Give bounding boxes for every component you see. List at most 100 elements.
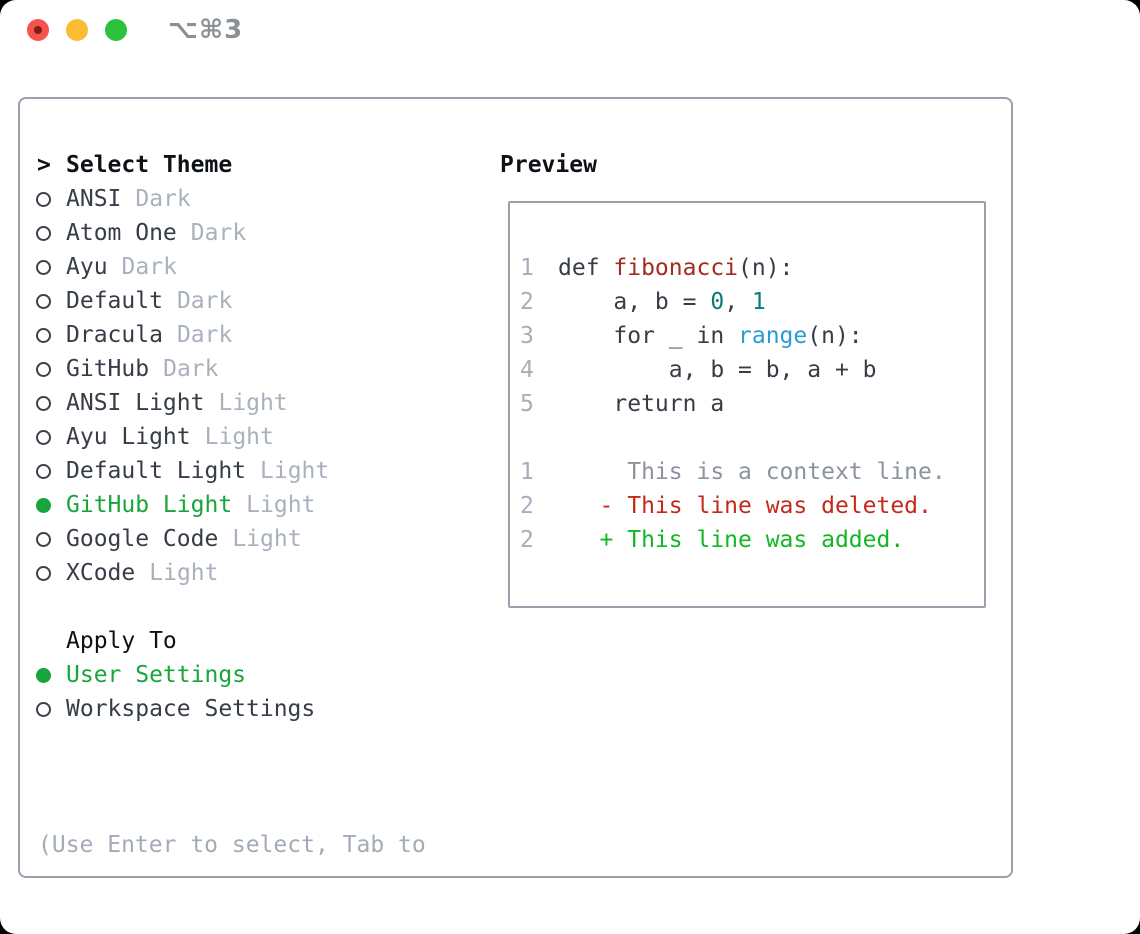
radio-slot [35, 565, 66, 581]
radio-icon [36, 531, 51, 547]
theme-variant-tag: Light [149, 560, 219, 586]
titlebar: ⌥⌘3 [0, 0, 1140, 60]
line-content: a, b = b, a + b [558, 353, 877, 387]
line-content: def fibonacci(n): [558, 251, 793, 285]
theme-variant-tag: Dark [135, 186, 191, 212]
apply-to-option-workspace-settings[interactable]: Workspace Settings [20, 692, 315, 726]
theme-variant-tag: Dark [176, 322, 233, 348]
radio-slot [35, 531, 66, 547]
code-segment: a, b = b, a + b [558, 357, 877, 383]
cursor-icon: > [37, 152, 51, 178]
radio-slot [35, 191, 66, 207]
apply-to-option-user-settings[interactable]: User Settings [20, 658, 315, 692]
radio-icon [36, 327, 51, 343]
radio-slot [35, 361, 66, 377]
code-segment: range [738, 323, 808, 349]
radio-icon [36, 463, 51, 479]
radio-slot [35, 225, 66, 241]
close-dot-icon [34, 26, 42, 34]
apply-to-header: Apply To [20, 624, 315, 658]
code-segment: - This line was deleted. [558, 493, 932, 519]
preview-line: 3 for _ in range(n): [510, 319, 984, 353]
radio-icon [36, 565, 51, 581]
radio-slot [35, 259, 66, 275]
code-segment: , [724, 289, 752, 315]
apply-to-option-label: Workspace Settings [66, 696, 316, 722]
theme-variant-tag: Light [260, 458, 330, 484]
preview-line: 4 a, b = b, a + b [510, 353, 984, 387]
preview-line: 1 This is a context line. [510, 455, 984, 489]
radio-icon [36, 191, 51, 207]
theme-option-ayu-light[interactable]: Ayu Light Light [20, 420, 329, 454]
line-number: 5 [520, 391, 534, 417]
radio-slot [35, 429, 66, 445]
line-number: 2 [520, 493, 534, 519]
preview-line: 2 + This line was added. [510, 523, 984, 557]
help-line: change focus) [38, 930, 426, 934]
theme-option-label: ANSI Light [66, 390, 205, 416]
theme-variant-tag: Light [218, 390, 288, 416]
line-number: 2 [520, 527, 534, 553]
radio-icon [36, 429, 51, 445]
radio-icon [36, 361, 51, 377]
line-content: - This line was deleted. [558, 489, 932, 523]
radio-icon [36, 225, 51, 241]
radio-selected-icon [36, 497, 51, 513]
radio-icon [36, 259, 51, 275]
theme-option-label: Ayu Light [66, 424, 191, 450]
theme-option-label: Ayu [66, 254, 108, 280]
close-button[interactable] [27, 19, 49, 41]
preview-line: 5 return a [510, 387, 984, 421]
code-segment: a, b = [558, 289, 711, 315]
code-segment: for _ in [558, 323, 739, 349]
theme-option-label: Default [66, 288, 163, 314]
line-number: 3 [520, 323, 534, 349]
theme-variant-tag: Light [204, 424, 274, 450]
preview-line: 2 - This line was deleted. [510, 489, 984, 523]
theme-option-label: Default Light [66, 458, 247, 484]
line-content: + This line was added. [558, 523, 905, 557]
theme-variant-tag: Dark [163, 356, 219, 382]
theme-option-default-light[interactable]: Default Light Light [20, 454, 329, 488]
line-content: a, b = 0, 1 [558, 285, 765, 319]
select-theme-title: Select Theme [66, 152, 233, 178]
radio-slot [35, 701, 66, 717]
theme-option-dracula[interactable]: Dracula Dark [20, 318, 329, 352]
code-segment: (n): [738, 255, 794, 281]
preview-line: 2 a, b = 0, 1 [510, 285, 984, 319]
radio-selected-icon [36, 667, 51, 683]
radio-slot [35, 667, 66, 683]
theme-option-label: Dracula [66, 322, 163, 348]
theme-variant-tag: Light [246, 492, 316, 518]
minimize-button[interactable] [66, 19, 88, 41]
line-number: 4 [520, 357, 534, 383]
theme-variant-tag: Light [232, 526, 302, 552]
window-title-shortcut: ⌥⌘3 [168, 15, 244, 45]
theme-option-ansi-light[interactable]: ANSI Light Light [20, 386, 329, 420]
radio-icon [36, 395, 51, 411]
code-segment: def [558, 255, 614, 281]
code-segment: + This line was added. [558, 527, 905, 553]
code-segment: return a [558, 391, 725, 417]
radio-slot [35, 395, 66, 411]
preview-line [510, 421, 984, 455]
zoom-button[interactable] [105, 19, 127, 41]
apply-to-title: Apply To [66, 628, 177, 654]
line-number: 1 [520, 459, 534, 485]
code-segment: 0 [710, 289, 725, 315]
